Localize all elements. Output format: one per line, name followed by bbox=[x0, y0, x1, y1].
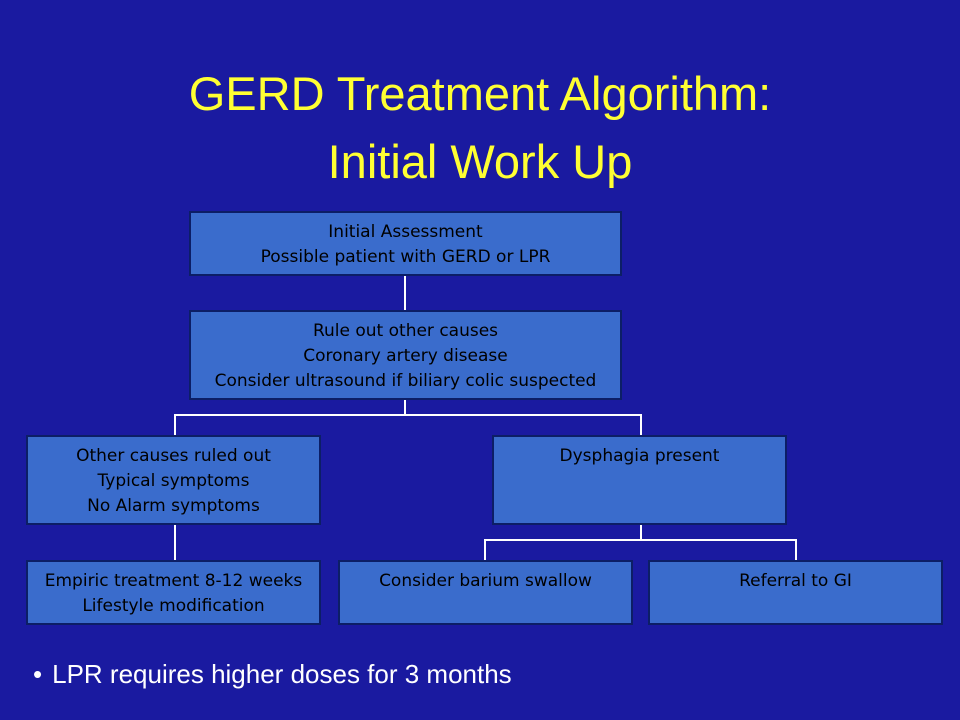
node-dysphagia-present-line-1: Dysphagia present bbox=[559, 446, 720, 466]
node-empiric-treatment: Empiric treatment 8-12 weeks Lifestyle m… bbox=[26, 560, 321, 625]
note-text: LPR requires higher doses for 3 months bbox=[52, 659, 512, 689]
node-initial-assessment-line-2: Possible patient with GERD or LPR bbox=[260, 247, 551, 267]
node-empiric-treatment-line-1: Empiric treatment 8-12 weeks bbox=[44, 571, 303, 591]
connector-branch-left-drop bbox=[174, 414, 176, 435]
connector-dysphagia-stem bbox=[640, 525, 642, 541]
slide-title-line-2: Initial Work Up bbox=[327, 135, 633, 188]
node-consider-barium-swallow-line-1: Consider barium swallow bbox=[379, 571, 592, 591]
node-referral-to-gi: Referral to GI bbox=[648, 560, 943, 625]
node-rule-out-causes-line-3: Consider ultrasound if biliary colic sus… bbox=[214, 371, 597, 391]
connector-initial-to-ruleout bbox=[404, 276, 406, 310]
node-other-causes-ruled-out: Other causes ruled out Typical symptoms … bbox=[26, 435, 321, 525]
node-referral-to-gi-line-1: Referral to GI bbox=[739, 571, 852, 591]
node-rule-out-causes: Rule out other causes Coronary artery di… bbox=[189, 310, 622, 400]
connector-ruledout-to-empiric bbox=[174, 525, 176, 560]
connector-ruleout-branch-bar bbox=[174, 414, 642, 416]
connector-branch-right-drop bbox=[640, 414, 642, 435]
node-empiric-treatment-line-2: Lifestyle modification bbox=[82, 596, 265, 616]
node-other-causes-ruled-out-line-2: Typical symptoms bbox=[97, 471, 250, 491]
node-rule-out-causes-line-1: Rule out other causes bbox=[312, 321, 499, 341]
node-initial-assessment: Initial Assessment Possible patient with… bbox=[189, 211, 622, 276]
node-other-causes-ruled-out-line-1: Other causes ruled out bbox=[76, 446, 271, 466]
node-other-causes-ruled-out-line-3: No Alarm symptoms bbox=[87, 496, 260, 516]
node-rule-out-causes-line-2: Coronary artery disease bbox=[303, 346, 508, 366]
note-bullet-item: • LPR requires higher doses for 3 months bbox=[33, 659, 512, 689]
connector-ruleout-stem bbox=[404, 400, 406, 416]
node-consider-barium-swallow: Consider barium swallow bbox=[338, 560, 633, 625]
connector-branch-referral-drop bbox=[795, 539, 797, 560]
node-initial-assessment-line-1: Initial Assessment bbox=[328, 222, 483, 242]
slide-title-line-1: GERD Treatment Algorithm: bbox=[188, 67, 772, 120]
connector-branch-barium-drop bbox=[484, 539, 486, 560]
bullet-marker: • bbox=[33, 659, 43, 689]
connector-dysphagia-branch-bar bbox=[484, 539, 797, 541]
node-dysphagia-present: Dysphagia present bbox=[492, 435, 787, 525]
